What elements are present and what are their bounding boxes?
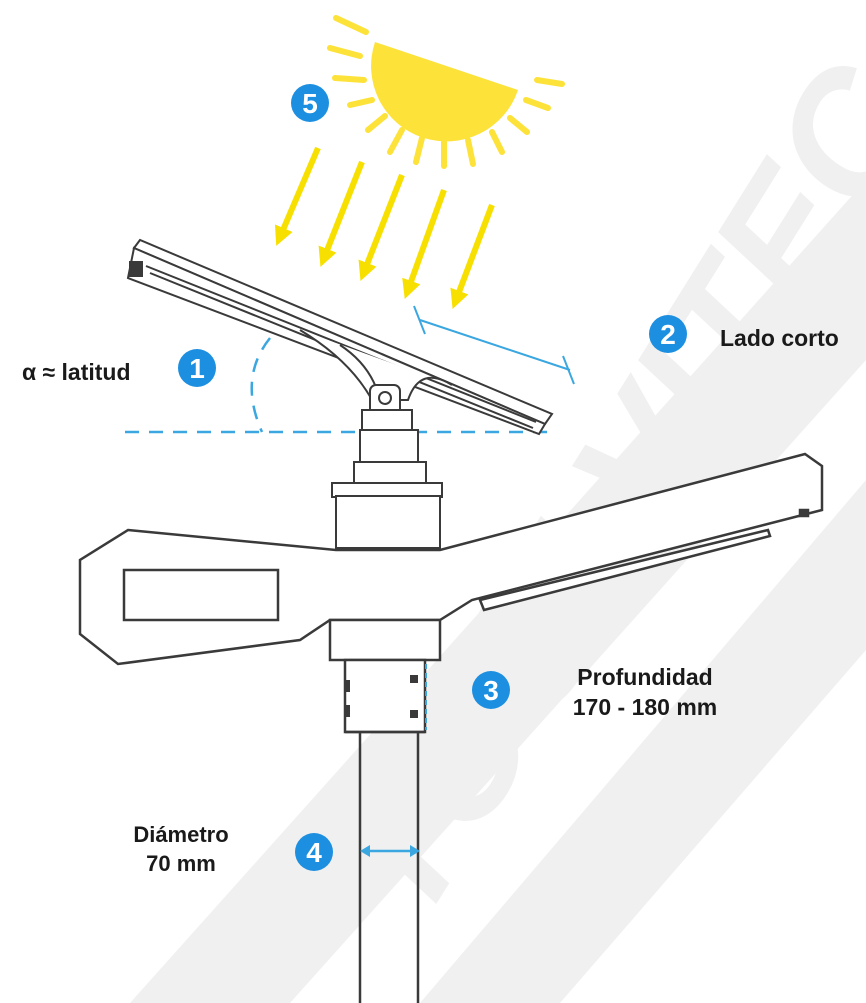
short-side-label: Lado corto (720, 325, 839, 351)
solar-panel (126, 238, 554, 436)
badge-2: 2 (649, 315, 687, 353)
depth-title: Profundidad (577, 664, 713, 690)
badge-3-number: 3 (483, 675, 499, 706)
badge-5-number: 5 (302, 88, 318, 119)
pole (328, 618, 442, 1003)
sun-ray-arrow-icon (274, 146, 321, 246)
depth-value: 170 - 180 mm (572, 694, 718, 721)
badge-4-number: 4 (306, 837, 322, 868)
diameter-value: 70 mm (146, 851, 216, 877)
badge-3-circle (472, 671, 510, 709)
sun-icon (327, 15, 565, 169)
sun-ray-arrows (274, 146, 495, 309)
badge-5: 5 (291, 84, 329, 122)
sun-ray-arrow-icon (358, 173, 405, 281)
badge-5-circle (291, 84, 329, 122)
sun-ray-arrow-icon (318, 160, 365, 267)
sun-ray-arrow-icon (402, 188, 447, 300)
diameter-label: Diámetro 70 mm (96, 820, 266, 878)
mount-column (331, 429, 443, 549)
badge-2-number: 2 (660, 319, 676, 350)
pole-bolts (344, 675, 418, 718)
luminaire-head (78, 452, 824, 666)
diameter-title: Diámetro (133, 822, 229, 847)
angle-label: α ≈ latitud (22, 359, 131, 385)
badge-1: 1 (178, 349, 216, 387)
sun-ray-arrow-icon (450, 203, 495, 309)
badge-1-number: 1 (189, 353, 205, 384)
badge-4: 4 (295, 833, 333, 871)
angle-indicator (125, 337, 552, 434)
badge-3: 3 (472, 671, 510, 709)
short-side-dimension (413, 305, 575, 385)
diameter-dimension (360, 845, 420, 857)
panel-bracket (299, 329, 453, 431)
depth-label: Profundidad 170 - 180 mm (520, 662, 770, 723)
badge-2-circle (649, 315, 687, 353)
badge-4-circle (295, 833, 333, 871)
badge-1-circle (178, 349, 216, 387)
